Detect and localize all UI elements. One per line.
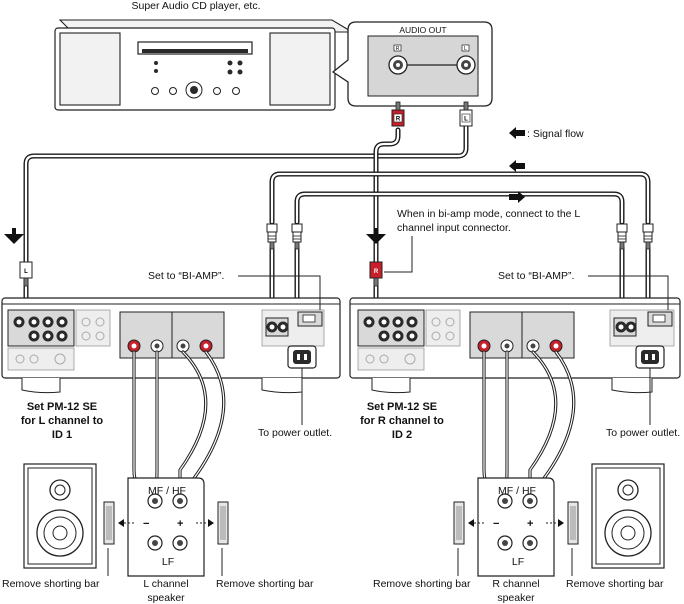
power-outlet-right: To power outlet. [606,427,680,439]
arrow-down-right-icon [366,228,386,244]
remove-shorting-bar-left-2: Remove shorting bar [216,578,314,590]
audio-out-label: AUDIO OUT [399,25,446,35]
speaker-right-name-2: speaker [497,592,535,604]
speaker-left-name-1: L channel [143,578,188,590]
source-label: Super Audio CD player, etc. [132,0,261,12]
plug-l-amp-label: L [24,269,28,275]
plug-l-source: L [459,101,473,127]
speaker-left-terminal [127,477,205,577]
signal-cables [23,121,651,323]
amplifier-right [349,297,681,394]
speaker-right-name-1: R channel [492,578,539,590]
arrow-right-icon [509,191,525,203]
shorting-bar-left-a [103,501,136,545]
audio-out-l-mark: L [464,46,467,52]
speaker-right-plus: + [527,518,533,530]
amp-right-title-3: ID 2 [392,429,412,441]
audio-out-callout: AUDIO OUT R L [331,21,493,107]
set-bi-amp-leader-right [588,275,669,310]
speaker-left-name-2: speaker [147,592,185,604]
set-bi-amp-right: Set to “BI-AMP”. [498,270,574,282]
speaker-left-plus: + [177,518,183,530]
legend-arrow-icon [509,127,525,139]
note-line-1: When in bi-amp mode, connect to the L [397,208,580,220]
plug-l-amp-left: L [19,261,33,287]
set-bi-amp-leader-left [238,275,321,310]
note-line-2: channel input connector. [397,222,511,234]
set-bi-amp-left: Set to “BI-AMP”. [148,270,224,282]
signal-flow-legend: : Signal flow [527,128,584,140]
audio-out-r-mark: R [396,46,400,52]
remove-shorting-bar-right-2: Remove shorting bar [566,578,664,590]
shorting-bar-left-b [196,501,229,545]
speaker-left-lf: LF [162,556,174,568]
plug-r-label: R [396,117,401,123]
amp-left-title-2: for L channel to [21,415,104,427]
speaker-right-mf-hf: MF / HF [498,485,536,497]
power-outlet-left: To power outlet. [258,427,332,439]
plug-l-label: L [464,117,468,123]
speaker-right-terminal [477,477,555,577]
speaker-left-cabinet [23,463,97,569]
shorting-bar-right-b [546,501,579,545]
amp-right-title-1: Set PM-12 SE [367,401,437,413]
speaker-right-lf: LF [512,556,524,568]
amp-left-title-1: Set PM-12 SE [27,401,97,413]
super-audio-cd-player: Super Audio CD player, etc. [54,0,354,111]
plug-r-amp-label: R [374,269,379,275]
remove-shorting-bar-right-1: Remove shorting bar [373,578,471,590]
plug-r-amp-right: R [369,261,383,287]
plug-r-source: R [391,101,405,127]
speaker-left-mf-hf: MF / HF [148,485,186,497]
amp-left-title-3: ID 1 [52,429,72,441]
signal-flow-arrows [4,127,525,244]
arrow-down-left-icon [4,228,24,244]
speaker-left-minus: − [143,518,149,530]
arrow-left-icon [509,160,525,172]
shorting-bar-right-a [453,501,486,545]
remove-shorting-bar-left-1: Remove shorting bar [2,578,100,590]
amplifier-left [1,297,341,394]
speaker-right-cabinet [591,463,665,569]
amp-right-title-2: for R channel to [360,415,444,427]
note-leader-line [384,236,413,273]
speaker-right-minus: − [493,518,499,530]
